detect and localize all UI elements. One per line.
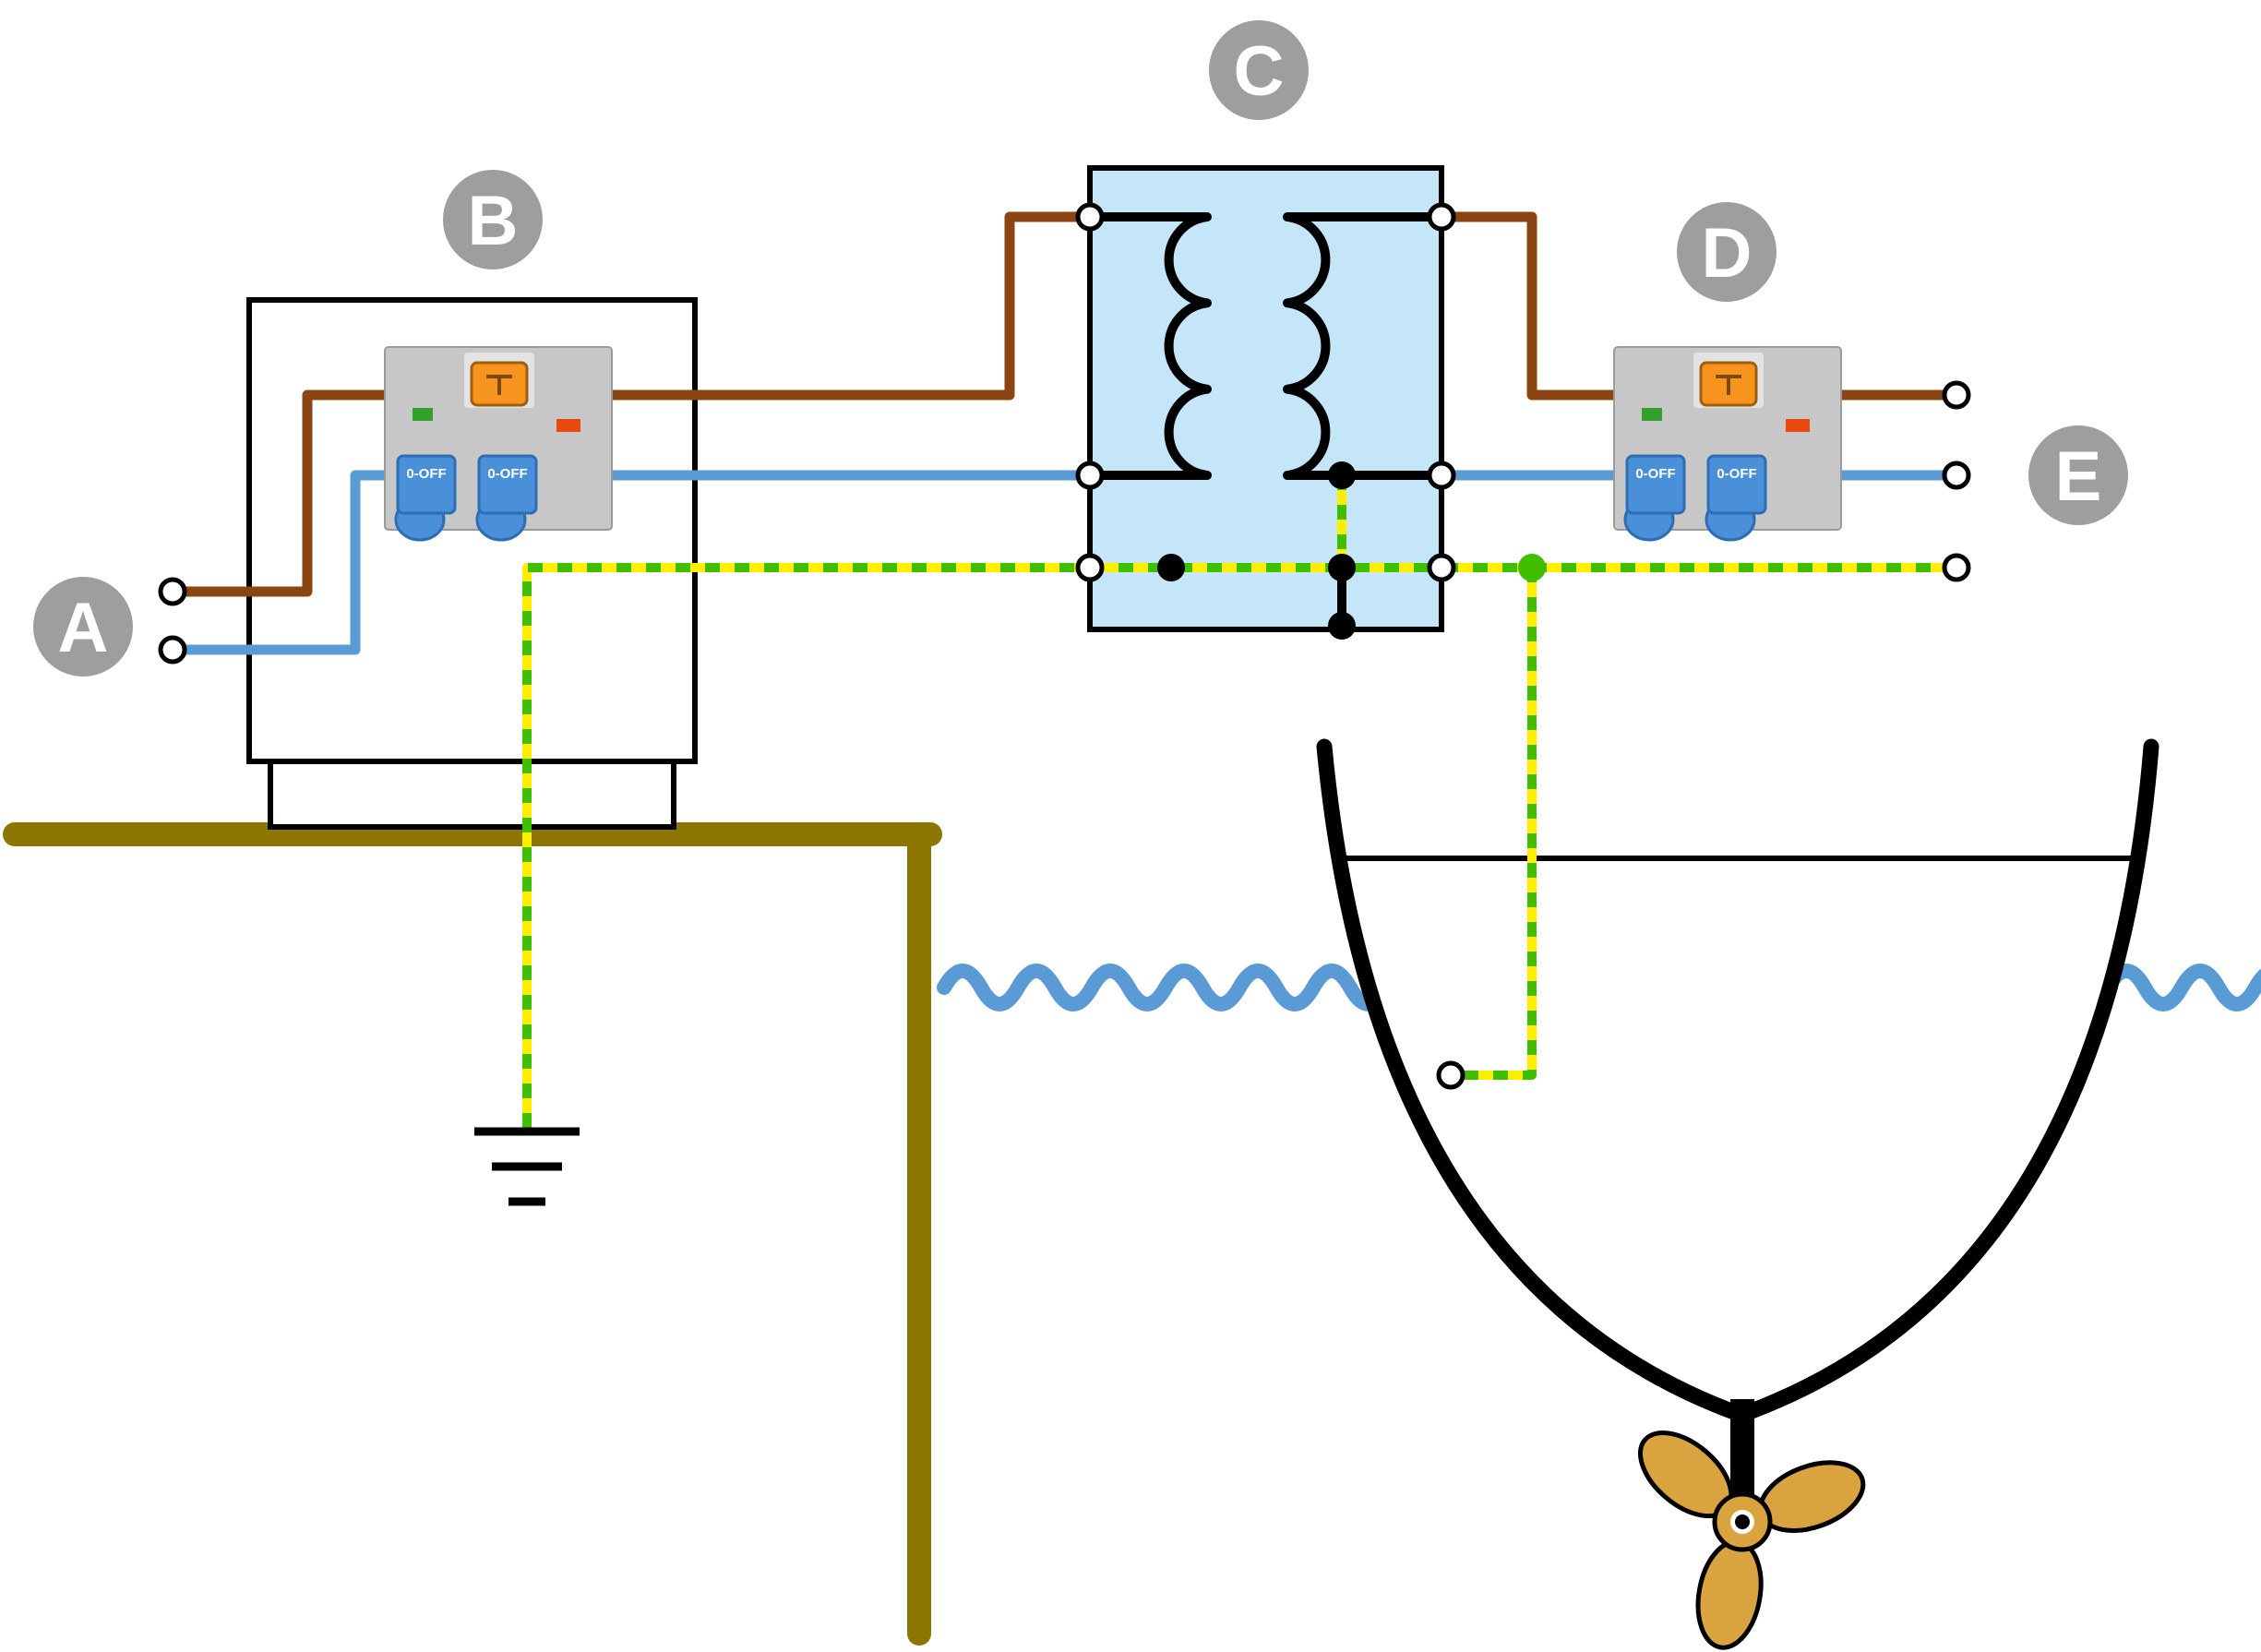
secondary-coil [1283,212,1442,480]
breaker-switch [1706,454,1767,515]
water-waves-left [937,964,1394,1012]
label-d-letter: D [1702,214,1753,293]
label-b-badge [443,170,543,269]
callout-labels: A B C D E [33,20,2128,676]
breaker-switch-label: 0-OFF [487,466,527,482]
transformer-primary-earth-terminal [1075,553,1105,582]
transformer-secondary-neutral-terminal [1427,461,1456,490]
transformer-primary-neutral-terminal [1075,461,1105,490]
propeller-hub-center [1735,1514,1750,1529]
propeller-blade [1695,1538,1764,1650]
earth-ground-symbol [474,1127,580,1206]
label-e-letter: E [2055,437,2102,516]
hull-earth-terminal [1436,1060,1465,1090]
breaker-switch-label: 0-OFF [406,466,446,482]
label-b-letter: B [468,182,519,260]
shore-breaker-device: 0-OFF 0-OFF [384,346,613,542]
breaker-switch [396,454,457,515]
terminals [158,202,1971,1090]
shore-live-terminal [158,577,187,606]
dock-quay [3,822,942,1646]
transformer-primary-live-terminal [1075,202,1105,232]
shore-panel-pedestal [268,759,676,830]
junction-dot-secondary-neutral [1328,461,1356,489]
led-indicator-icon [1642,408,1662,421]
junction-dot-primary-earth [1157,554,1185,581]
boat-live-terminal [1942,380,1971,410]
junction-dot-boat-earth [1518,554,1546,581]
primary-coil [1090,212,1212,480]
boat-neutral-terminal [1942,461,1971,490]
label-c-letter: C [1234,32,1285,111]
label-a-badge [33,577,133,676]
shore-neutral-terminal [158,635,187,664]
transformer-secondary-earth-terminal [1427,553,1456,582]
status-indicator-icon [1786,419,1810,432]
transformer-secondary-live-terminal [1427,202,1456,232]
junction-dot-case-earth [1328,612,1356,640]
test-button-symbol-icon [1716,375,1741,395]
neutral-wire-shore [173,470,1090,655]
junction-dot-secondary-earth [1328,554,1356,581]
water-waves-right [2100,964,2261,1012]
breaker-switch [1625,454,1686,515]
isolation-transformer-box [1087,165,1444,632]
label-d-badge [1677,202,1776,302]
label-a-letter: A [58,589,109,667]
boat-breaker-device: 0-OFF 0-OFF [1613,346,1842,542]
propeller [1637,1399,1866,1650]
status-indicator-icon [556,419,580,432]
boat-earth-terminal [1942,553,1971,582]
label-e-badge [2028,425,2128,525]
breaker-switch [477,454,538,515]
live-wire-shore [173,211,1090,597]
led-indicator-icon [413,408,433,421]
breaker-switch-label: 0-OFF [1635,466,1675,482]
label-c-badge [1209,20,1309,120]
test-button-symbol-icon [486,375,512,395]
earth-wire-green-layer [522,475,1956,1128]
breaker-switch-label: 0-OFF [1717,466,1756,482]
